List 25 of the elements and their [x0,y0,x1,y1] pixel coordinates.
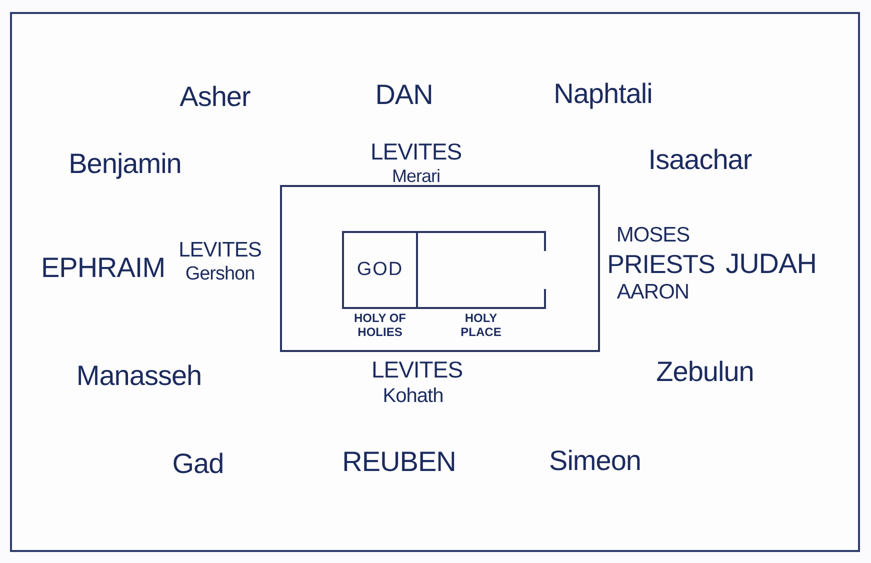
group-name: Manasseh [76,362,202,390]
group-name: LEVITES [371,358,463,382]
group-name: Simeon [549,447,641,475]
node-text: GOD [356,259,404,281]
group-name: PRIESTS [607,251,715,277]
group-name: LEVITES [370,140,462,164]
group-name: Kohath [382,386,444,406]
group-name: Benjamin [68,150,182,178]
group-name: DAN [375,81,433,109]
group-name: MOSES [616,224,690,246]
group-name: Gershon [185,264,255,284]
group-name: REUBEN [342,448,456,476]
courtyard-rectangle [280,185,600,352]
room-caption: HOLY OF HOLIES [352,311,407,340]
group-name: AARON [616,282,690,302]
group-name: EPHRAIM [40,254,166,282]
group-name: Zebulun [656,358,754,386]
room-caption: HOLY PLACE [460,311,502,340]
group-name: Gad [172,450,224,478]
group-name: Asher [180,83,250,111]
group-name: Merari [392,167,440,185]
group-name: Naphtali [554,80,652,108]
group-name: LEVITES [178,240,262,260]
group-name: Isaachar [648,146,752,174]
group-name: JUDAH [726,250,816,278]
